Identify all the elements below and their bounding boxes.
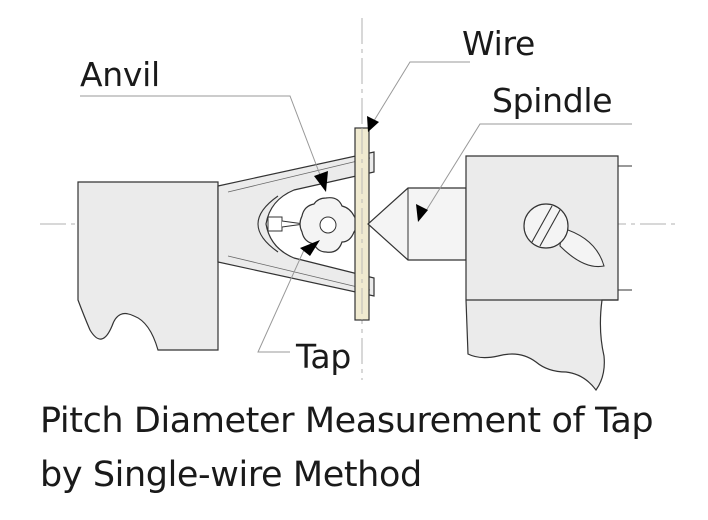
anvil-arrowhead — [314, 171, 328, 192]
tap-arrowhead — [300, 240, 320, 256]
measuring-wire — [354, 127, 370, 321]
leader-lines — [80, 61, 632, 353]
anvil-leader — [80, 95, 323, 181]
arrowheads — [300, 116, 428, 256]
anvil-label: Anvil — [80, 55, 160, 94]
caption-line-1: Pitch Diameter Measurement of Tap — [40, 401, 654, 441]
spindle-point — [367, 187, 467, 261]
tap-leader — [257, 249, 305, 353]
wire-label: Wire — [462, 24, 535, 63]
anvil-slot — [267, 216, 305, 232]
wire-leader — [371, 61, 470, 125]
tap-cross-section — [299, 197, 358, 253]
wire-arrowhead — [367, 116, 379, 132]
anvil-body — [77, 181, 219, 351]
spindle-body — [465, 155, 632, 392]
spindle-label: Spindle — [492, 81, 612, 120]
lock-screw — [523, 203, 605, 268]
spindle-leader — [423, 123, 632, 215]
caption-line-2: by Single-wire Method — [40, 455, 422, 495]
spindle-arrowhead — [416, 204, 428, 222]
tap-label: Tap — [295, 337, 351, 376]
anvil-v-holder — [217, 151, 375, 297]
